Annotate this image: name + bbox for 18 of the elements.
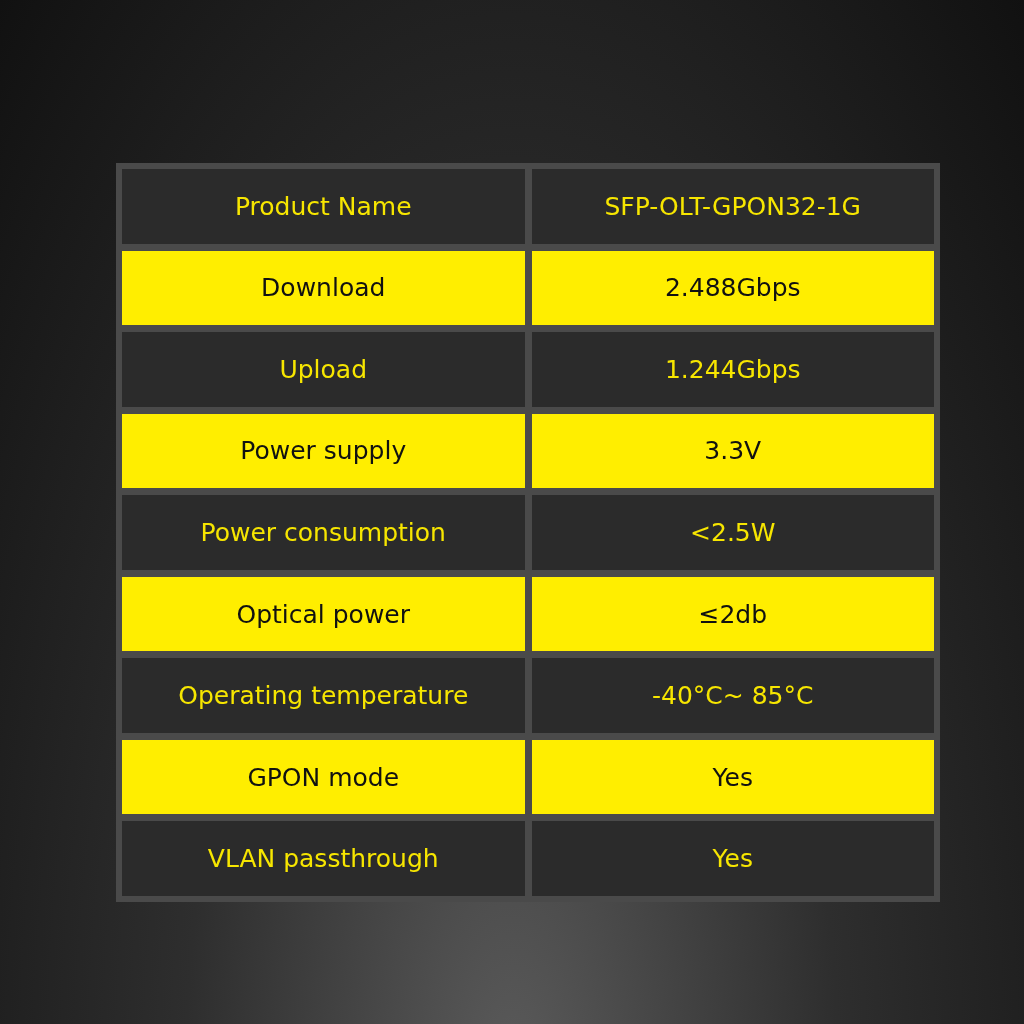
spec-name-cell: Power supply xyxy=(122,413,525,489)
spec-value-cell: <2.5W xyxy=(531,495,934,570)
spec-name-cell: Operating temperature xyxy=(122,658,525,733)
spec-value-cell: 1.244Gbps xyxy=(531,332,934,407)
spec-name-cell: Power consumption xyxy=(122,495,525,570)
spec-name-cell: Download xyxy=(122,250,525,326)
spec-value-cell: SFP-OLT-GPON32-1G xyxy=(531,169,934,244)
spec-name-cell: VLAN passthrough xyxy=(122,821,525,896)
spec-name-cell: Upload xyxy=(122,332,525,407)
spec-value-cell: Yes xyxy=(531,739,934,815)
spec-value-cell: -40°C~ 85°C xyxy=(531,658,934,733)
spec-value-cell: ≤2db xyxy=(531,576,934,652)
spec-name-cell: Product Name xyxy=(122,169,525,244)
spec-value-cell: 2.488Gbps xyxy=(531,250,934,326)
spec-name-cell: Optical power xyxy=(122,576,525,652)
spec-value-cell: Yes xyxy=(531,821,934,896)
spec-value-cell: 3.3V xyxy=(531,413,934,489)
spec-name-cell: GPON mode xyxy=(122,739,525,815)
